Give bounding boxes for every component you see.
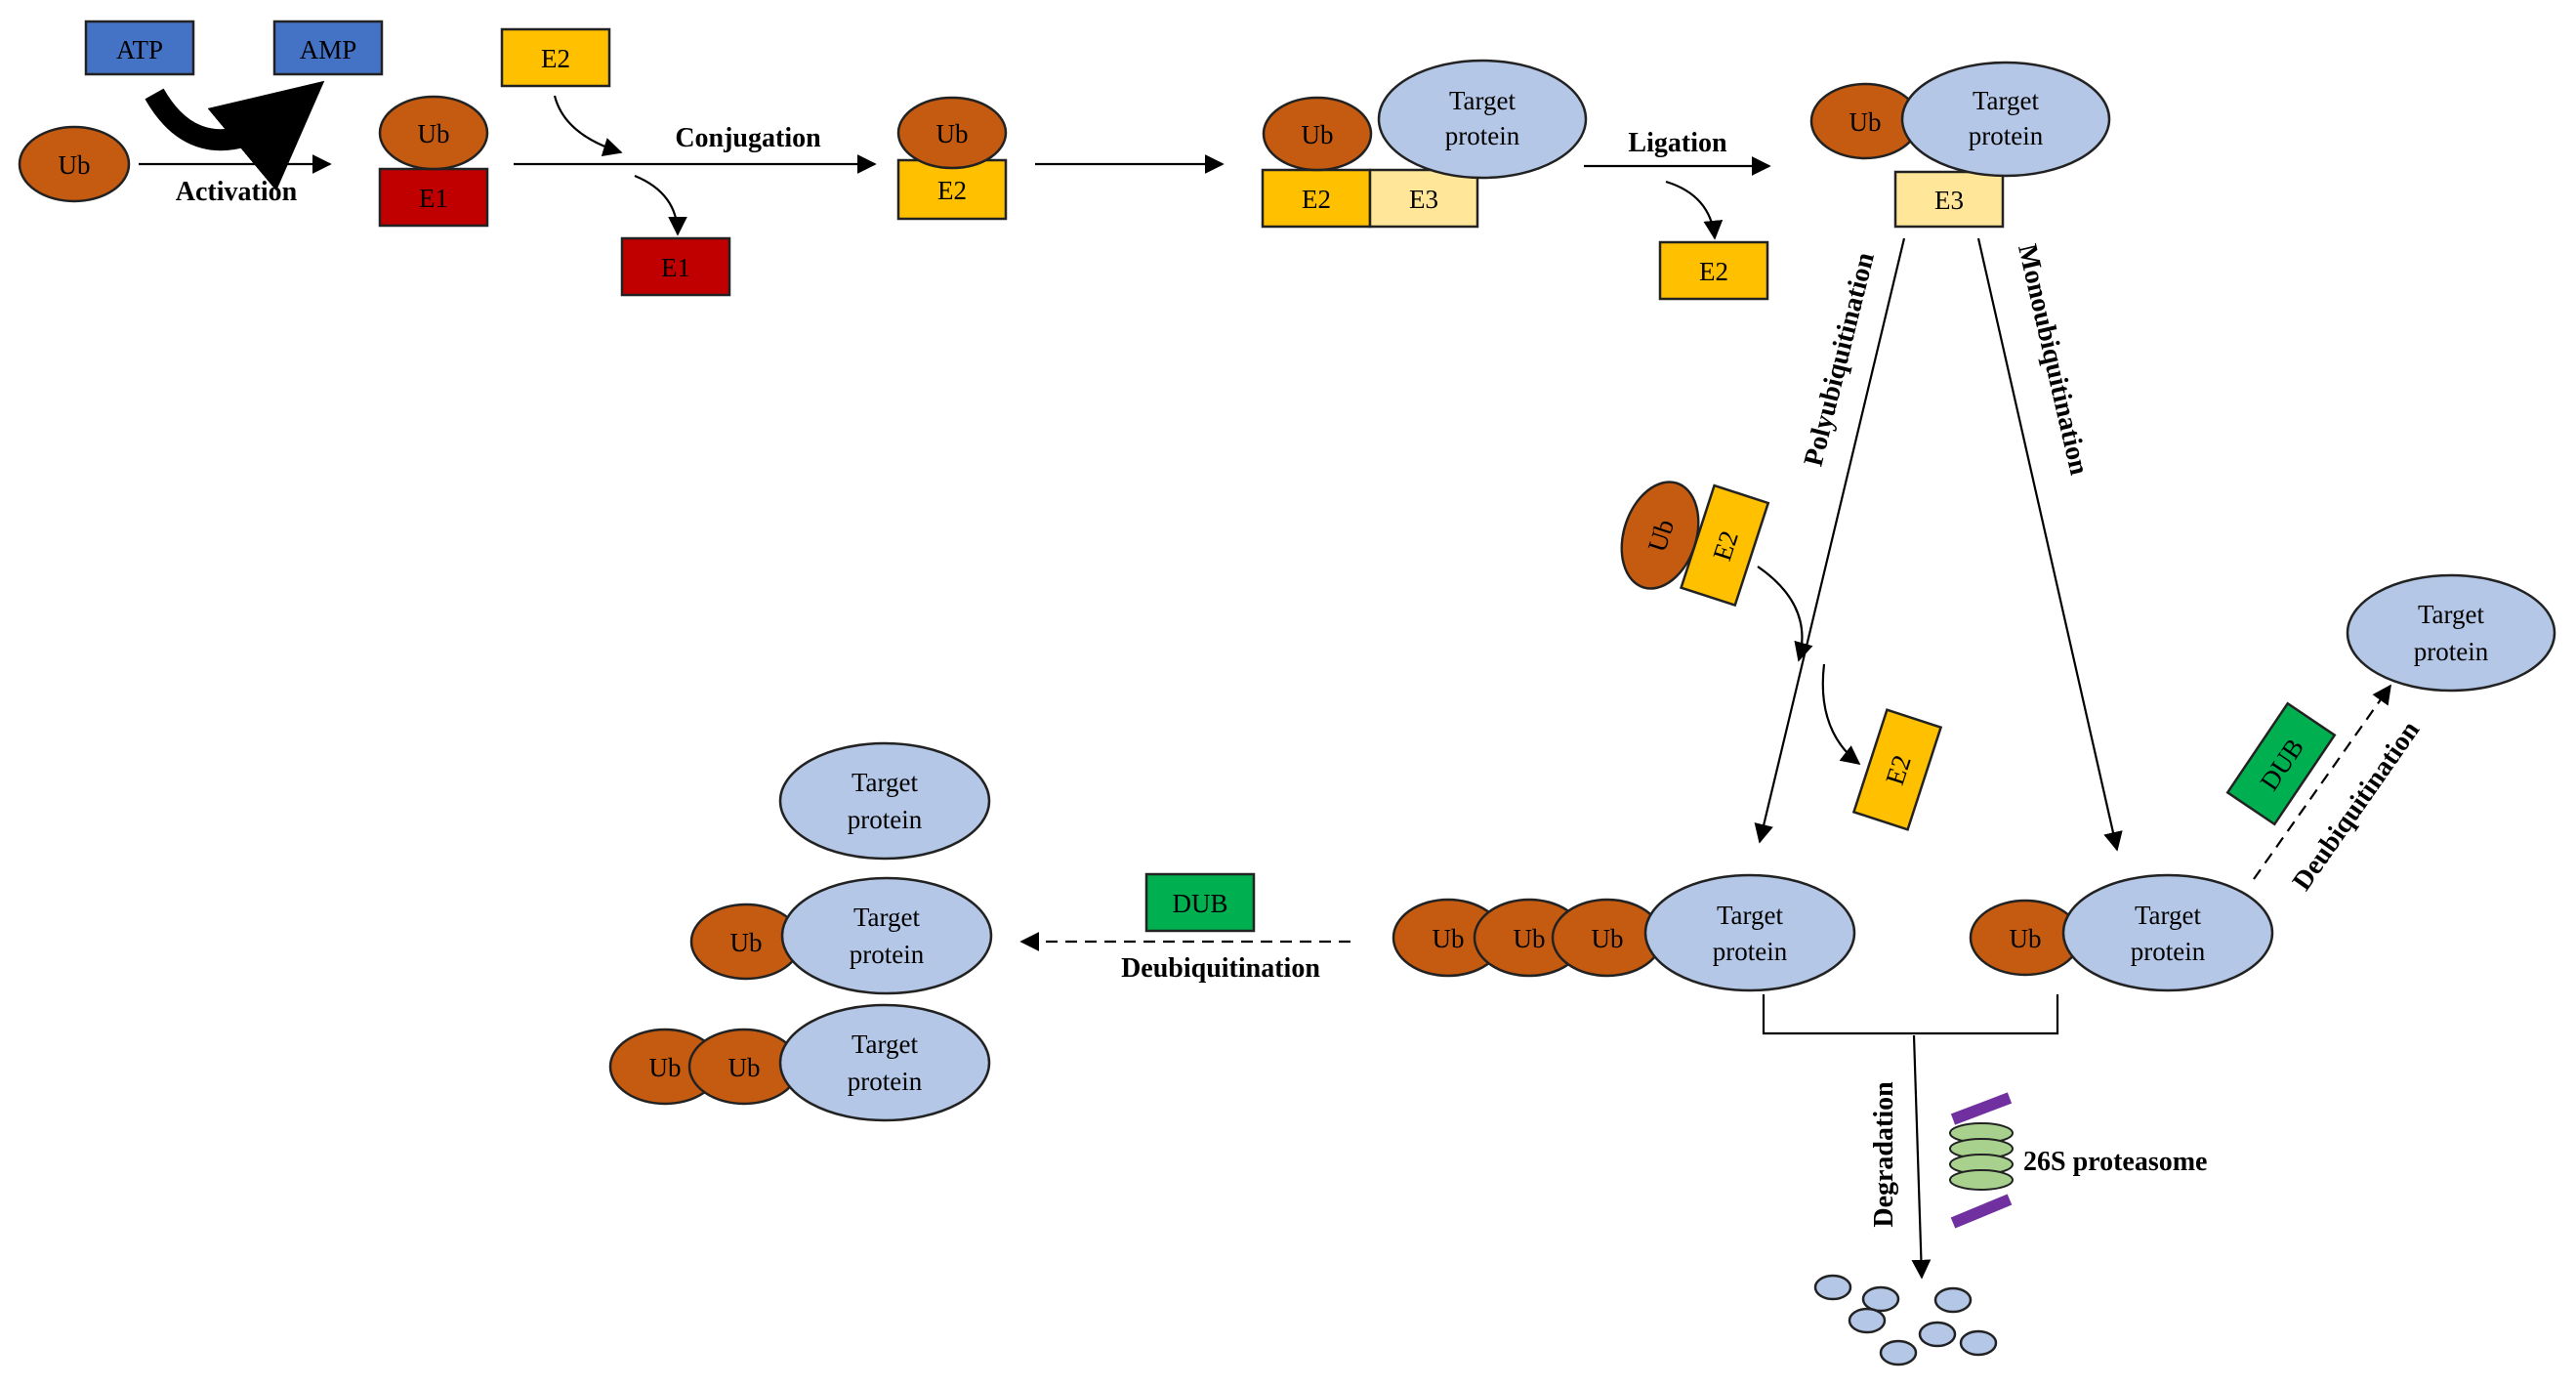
- svg-text:Target: Target: [2135, 901, 2202, 930]
- e1-release-arrow: [634, 174, 687, 236]
- ligation-label: Ligation: [1628, 128, 1727, 158]
- degradation-label: Degradation: [1869, 1081, 1899, 1228]
- svg-text:Ub: Ub: [2010, 924, 2042, 953]
- svg-text:E3: E3: [1934, 186, 1964, 215]
- e1-released-box: E1: [620, 236, 731, 297]
- svg-text:protein: protein: [850, 940, 925, 969]
- degradation-bracket: [1762, 994, 2059, 1035]
- svg-text:Target: Target: [852, 768, 919, 797]
- monoubiquitinated-target: Ub Target protein: [1969, 873, 2274, 992]
- dub-left-box: DUB: [1144, 872, 1256, 933]
- atp-box: ATP: [84, 20, 195, 76]
- activation-label: Activation: [176, 177, 298, 207]
- svg-text:E2: E2: [937, 176, 967, 205]
- svg-text:protein: protein: [1969, 121, 2044, 150]
- svg-text:E1: E1: [419, 184, 448, 213]
- amp-box: AMP: [272, 20, 384, 76]
- ub-e2-rotated-complex: E2 Ub: [1620, 481, 1770, 608]
- ub-e2-complex: E2 Ub: [896, 96, 1008, 221]
- svg-text:Target: Target: [1973, 86, 2040, 115]
- proteasome-label: 26S proteasome: [2023, 1147, 2207, 1177]
- dub-right-box: DUB: [2225, 701, 2337, 826]
- svg-text:Ub: Ub: [1433, 924, 1465, 953]
- svg-text:Ub: Ub: [1514, 924, 1546, 953]
- di-ub-target-left: Ub Ub Target protein: [608, 1003, 991, 1122]
- svg-text:protein: protein: [1713, 937, 1788, 966]
- svg-text:Ub: Ub: [936, 119, 969, 148]
- polyubiquitinated-target: Ub Ub Ub Target protein: [1392, 873, 1856, 992]
- polyubiquitination-arrow: [1754, 237, 1906, 844]
- svg-text:Ub: Ub: [730, 928, 763, 957]
- svg-text:E2: E2: [1699, 257, 1728, 286]
- degradation-arrow: [1911, 1034, 1932, 1280]
- svg-text:E2: E2: [541, 44, 570, 73]
- monoubiquitination-arrow: [1976, 237, 2123, 852]
- svg-text:Ub: Ub: [1849, 107, 1882, 137]
- svg-text:protein: protein: [2131, 937, 2206, 966]
- e2-out-rotated-box: E2: [1851, 708, 1943, 831]
- svg-text:ATP: ATP: [116, 35, 163, 64]
- svg-text:Ub: Ub: [59, 150, 91, 180]
- svg-text:Target: Target: [1449, 86, 1517, 115]
- svg-text:protein: protein: [1445, 121, 1520, 150]
- proteasome-icon: [1949, 1092, 2014, 1229]
- e2-release-arrow: [1665, 180, 1724, 240]
- free-target-left: Target protein: [778, 741, 991, 861]
- svg-text:Ub: Ub: [1302, 120, 1334, 149]
- svg-text:protein: protein: [2414, 637, 2489, 666]
- peptide-fragments: [1813, 1274, 1998, 1366]
- poly-deubiquitination-label: Deubiquitination: [1121, 953, 1320, 984]
- conjugation-label: Conjugation: [675, 123, 821, 153]
- ub-e2-enter-arrow: [1757, 566, 1813, 662]
- svg-text:Target: Target: [2418, 600, 2485, 629]
- e2-out-arrow: [1821, 663, 1861, 766]
- svg-text:AMP: AMP: [300, 35, 357, 64]
- polyubiquitination-label: Polyubiquitination: [1799, 249, 1881, 469]
- free-ubiquitin: Ub: [18, 125, 131, 203]
- ub-e2-e3-target-complex: E2 E3 Ub Target protein: [1261, 59, 1588, 229]
- svg-text:E1: E1: [661, 253, 690, 282]
- svg-text:protein: protein: [848, 805, 923, 834]
- svg-text:protein: protein: [848, 1067, 923, 1096]
- svg-text:Ub: Ub: [649, 1053, 682, 1082]
- ub-e1-complex: E1 Ub: [378, 95, 489, 228]
- e2-enter-arrow: [553, 95, 623, 157]
- svg-text:Target: Target: [852, 1030, 919, 1059]
- svg-text:Ub: Ub: [1592, 924, 1624, 953]
- e2-released-box: E2: [1658, 240, 1769, 301]
- svg-text:E2: E2: [1302, 185, 1331, 214]
- svg-text:Target: Target: [1717, 901, 1784, 930]
- svg-text:DUB: DUB: [1172, 889, 1227, 918]
- atp-to-amp-arrow: [145, 80, 325, 191]
- ub-e3-target-complex: E3 Ub Target protein: [1809, 61, 2111, 229]
- e2-incoming-box: E2: [500, 27, 611, 88]
- svg-text:Ub: Ub: [418, 119, 450, 148]
- mono-deubiquitination-arrow: [2253, 684, 2391, 880]
- mono-ub-target-left: Ub Target protein: [689, 876, 993, 995]
- svg-text:E3: E3: [1409, 185, 1438, 214]
- free-target-right: Target protein: [2346, 573, 2556, 693]
- svg-text:Target: Target: [853, 903, 921, 932]
- svg-text:Ub: Ub: [728, 1053, 761, 1082]
